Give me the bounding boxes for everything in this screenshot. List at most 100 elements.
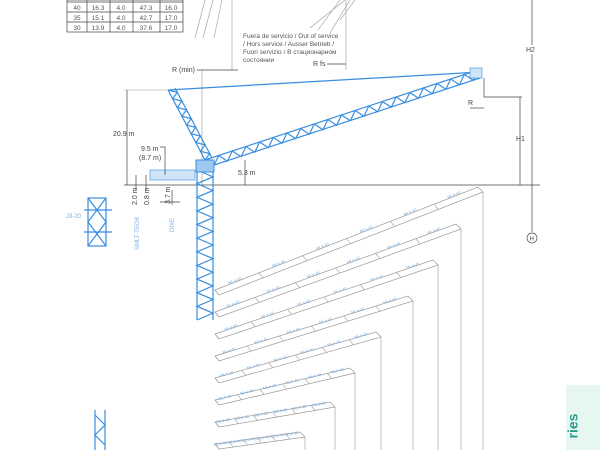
height-20-9-label: 20.9 m (113, 131, 135, 138)
section-joint (375, 305, 381, 312)
section-joint (246, 345, 252, 352)
base-label-1: SMLT-TEOK (135, 216, 141, 250)
table-cell: 15.1 (92, 15, 105, 22)
section-joint (257, 437, 262, 444)
jib-section (214, 186, 484, 296)
jib-section-label: ML4-40 (359, 224, 374, 234)
dim-8-7-label: (8.7 m) (139, 155, 161, 162)
jib-section-label: ML4-40 (386, 240, 401, 250)
section-joint (214, 443, 220, 450)
section-joint (214, 289, 220, 296)
section-joint (310, 405, 316, 411)
corner-band (566, 385, 600, 450)
section-joint (327, 373, 332, 379)
section-joint (251, 321, 256, 327)
jib-section-label: ML4-40 (254, 410, 269, 417)
jib-section-label: ML4-40 (346, 255, 361, 265)
section-joint (233, 418, 239, 424)
jib-section-label: ML4-40 (273, 354, 288, 363)
section-joint (268, 362, 273, 368)
table-cell: 42.7 (140, 15, 153, 22)
r-fs-label: R fs (313, 61, 326, 68)
section-joint (214, 421, 220, 428)
jib-section-label: ML4-40 (406, 261, 421, 270)
section-joint (279, 335, 284, 342)
jib-section-label: ML4-40 (383, 296, 398, 305)
jib-section-label: ML4-40 (242, 436, 257, 443)
jib-section-label: ML4-40 (286, 326, 301, 335)
table-cell: 37.6 (140, 25, 153, 32)
table-cell: 4.0 (116, 5, 125, 12)
jib-section-label: ML4-40 (351, 306, 366, 315)
section-joint (214, 399, 220, 406)
section-joint (282, 383, 287, 390)
section-joint (375, 253, 380, 259)
tower-section-piece (84, 197, 112, 247)
jib-section-label: ML4-40 (260, 310, 275, 319)
r-min-label: R (min) (172, 67, 195, 74)
section-joint (415, 238, 421, 244)
out-of-service-line-3: Fuori servizio / В стационарном (243, 49, 337, 56)
jib-section-label: ML4-40 (315, 241, 330, 251)
jib-section (214, 331, 382, 384)
section-joint (271, 435, 276, 442)
h-circle-label: H (530, 237, 534, 243)
jib-section-label: ML4-40 (318, 316, 333, 325)
table-cell: 13.9 (92, 25, 105, 32)
jib-section-label: ML4-40 (216, 417, 231, 424)
jib-section-label: ML4-40 (235, 414, 250, 421)
dim-0-8-label: 0.8 m (144, 187, 151, 205)
section-joint (254, 297, 260, 303)
jib-sections: ML4-40ML4-40ML4-40ML4-40ML4-40ML4-40ML4-… (214, 186, 484, 450)
section-joint (396, 272, 401, 278)
jib-section-label: ML4-40 (312, 400, 327, 407)
section-joint (295, 282, 300, 288)
section-joint (243, 439, 248, 446)
out-of-service-line-4: состоянии (243, 57, 274, 64)
jib-section-label: ML4-40 (217, 393, 232, 401)
jib-section-label: ML4-40 (353, 331, 368, 340)
tower-section-piece-bottom (94, 410, 106, 450)
section-joint (287, 309, 292, 315)
section-joint (241, 370, 247, 376)
section-joint (343, 315, 348, 322)
jib-section-label: ML4-40 (271, 258, 286, 268)
table-cell: 47.3 (140, 5, 153, 12)
section-joint (214, 311, 220, 318)
table-cell: 4.0 (116, 25, 125, 32)
jib-section-label: ML4-40 (293, 404, 308, 411)
r-label: R (468, 100, 473, 107)
section-joint (302, 255, 307, 261)
table-cell: 17.0 (165, 25, 178, 32)
section-joint (323, 296, 329, 303)
jib-section-label: ML4-40 (300, 346, 315, 355)
out-of-service-line-1: Fuera de servicio / Out of service (243, 33, 339, 40)
section-joint (214, 333, 220, 340)
jib-section-label: ML4-40 (427, 226, 442, 236)
jib-section-label: ML4-40 (246, 362, 261, 371)
jib-section-label: ML4-40 (297, 298, 312, 307)
tower-section-label: J3-20 (66, 214, 82, 220)
jib-section-label: ML4-40 (228, 438, 243, 445)
jib-section-label: ML4-40 (447, 190, 462, 200)
section-joint (228, 441, 234, 448)
section-joint (346, 238, 351, 244)
section-joint (433, 203, 439, 210)
table-cell: 16.0 (165, 5, 178, 12)
jib-section-label: ML4-40 (273, 407, 288, 414)
jib-section-label: ML4-40 (306, 270, 321, 280)
section-joint (237, 394, 242, 400)
jib-section-label: ML4-40 (369, 273, 384, 282)
section-joint (390, 221, 395, 227)
jib-section-label: ML4-40 (307, 372, 322, 380)
out-of-service-line-2: / Hors service / Ausser Betrieb / (243, 41, 334, 48)
jib-section-label: ML4-40 (330, 366, 345, 374)
dim-9-5-label: 9.5 m (141, 146, 159, 153)
jib-section-label: ML4-40 (270, 432, 285, 439)
section-joint (348, 339, 354, 345)
jib-section-label: ML4-40 (240, 388, 255, 396)
jib-section-label: ML4-40 (254, 336, 269, 345)
